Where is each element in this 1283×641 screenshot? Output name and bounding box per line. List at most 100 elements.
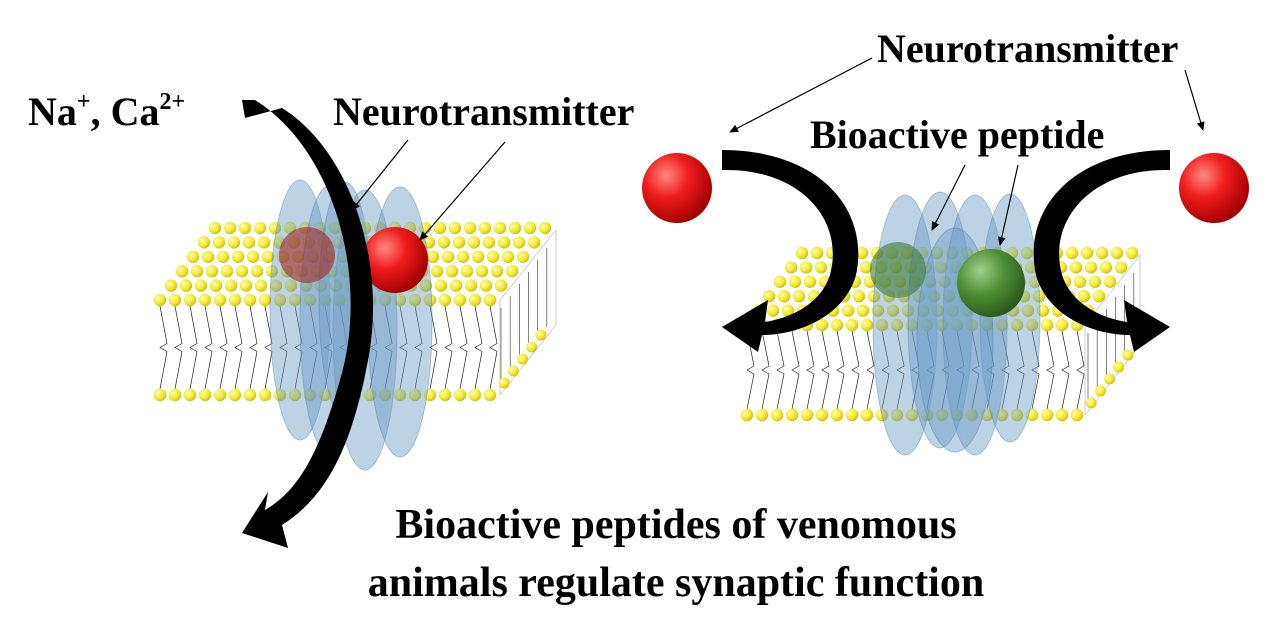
lipid-head — [1110, 246, 1124, 260]
lipid-head — [871, 304, 885, 317]
lipid-head — [1040, 408, 1054, 422]
lipid-head — [168, 388, 182, 402]
lipid-head — [923, 275, 937, 288]
lipid-head — [483, 388, 497, 402]
lipid-head — [456, 250, 470, 263]
lipid-head — [475, 265, 489, 278]
lipid-tail — [986, 330, 995, 410]
lipid-head — [935, 318, 949, 332]
ion-flow-arrow — [242, 100, 374, 548]
lipid-head — [901, 304, 915, 317]
pointer-left-channel — [351, 139, 409, 211]
lipid-head — [905, 408, 919, 422]
lipid-head — [453, 293, 467, 307]
lipid-head — [198, 293, 212, 307]
lipid-tail — [926, 330, 935, 410]
lipid-head — [460, 265, 474, 278]
right-lipid-heads-bottom — [740, 349, 1134, 422]
lipid-head — [1114, 261, 1128, 274]
lipid-head — [493, 221, 507, 235]
lipid-head — [253, 221, 267, 235]
lipid-head — [243, 293, 257, 307]
lipid-head — [445, 265, 459, 278]
lipid-head — [426, 250, 440, 263]
lipid-head — [467, 236, 481, 249]
lipid-head — [920, 318, 934, 332]
lipid-tail — [746, 330, 755, 410]
lipid-head — [273, 388, 287, 402]
lipid-head — [526, 341, 538, 353]
lipid-head — [1073, 275, 1087, 288]
lipid-head — [153, 293, 167, 307]
lipid-head — [333, 293, 347, 307]
right-neurotransmitter-ball-right — [1179, 153, 1249, 223]
lipid-head — [257, 236, 271, 249]
lipid-tail — [776, 330, 785, 410]
lipid-head — [1025, 408, 1039, 422]
lipid-head — [935, 408, 949, 422]
lipid-head — [890, 318, 904, 332]
lipid-head — [363, 388, 377, 402]
lipid-head — [942, 290, 956, 303]
lipid-head — [419, 279, 433, 292]
lipid-tail — [1076, 330, 1085, 410]
lipid-head — [1122, 349, 1134, 361]
lipid-head — [830, 318, 844, 332]
pointer-right-nt-right — [1184, 69, 1205, 131]
lipid-head — [482, 236, 496, 249]
lipid-tail — [429, 305, 438, 390]
lipid-head — [468, 388, 482, 402]
blocked-flow-arrow-right — [1033, 150, 1170, 352]
pointer-right-channel — [931, 164, 966, 231]
lipid-head — [800, 408, 814, 422]
lipid-head — [223, 221, 237, 235]
lipid-tail — [279, 305, 288, 390]
lipid-head — [231, 250, 245, 263]
lipid-head — [1104, 373, 1115, 385]
lipid-head — [1010, 408, 1024, 422]
lipid-head — [523, 221, 537, 235]
lipid-tail — [971, 330, 980, 410]
lipid-head — [755, 408, 769, 422]
lipid-head — [336, 250, 350, 263]
lipid-head — [950, 318, 964, 332]
lipid-tail — [896, 330, 905, 410]
lipid-head — [479, 279, 493, 292]
lipid-head — [1094, 385, 1106, 397]
caption-line-1: Bioactive peptides of venomous — [395, 502, 956, 548]
lipid-tail — [384, 305, 393, 390]
lipid-head — [153, 388, 167, 402]
lipid-head — [452, 236, 466, 249]
lipid-head — [224, 279, 238, 292]
lipid-head — [268, 221, 282, 235]
lipid-head — [179, 279, 193, 292]
pointer-lines — [351, 57, 1205, 246]
lipid-head — [770, 408, 784, 422]
lipid-head — [814, 261, 828, 274]
lipid-head — [1095, 246, 1109, 260]
lipid-head — [288, 388, 302, 402]
left-neurotransmitter-ball — [362, 227, 428, 293]
lipid-head — [235, 265, 249, 278]
lipid-head — [378, 293, 392, 307]
lipid-head — [938, 275, 952, 288]
lipid-head — [183, 388, 197, 402]
lipid-head — [855, 246, 869, 260]
lipid-tail — [761, 330, 770, 410]
lipid-head — [318, 293, 332, 307]
lipid-head — [1070, 408, 1084, 422]
lipid-head — [931, 304, 945, 317]
lipid-tail — [204, 305, 213, 390]
lipid-head — [1020, 246, 1034, 260]
lipid-head — [845, 318, 859, 332]
lipid-head — [437, 236, 451, 249]
lipid-head — [498, 377, 510, 389]
pointer-right-nt-left — [729, 57, 873, 133]
lipid-head — [258, 388, 272, 402]
lipid-tail — [474, 305, 483, 390]
lipid-head — [378, 388, 392, 402]
lipid-tail — [836, 330, 845, 410]
right-ion-channel — [872, 191, 1041, 456]
lipid-head — [201, 250, 215, 263]
